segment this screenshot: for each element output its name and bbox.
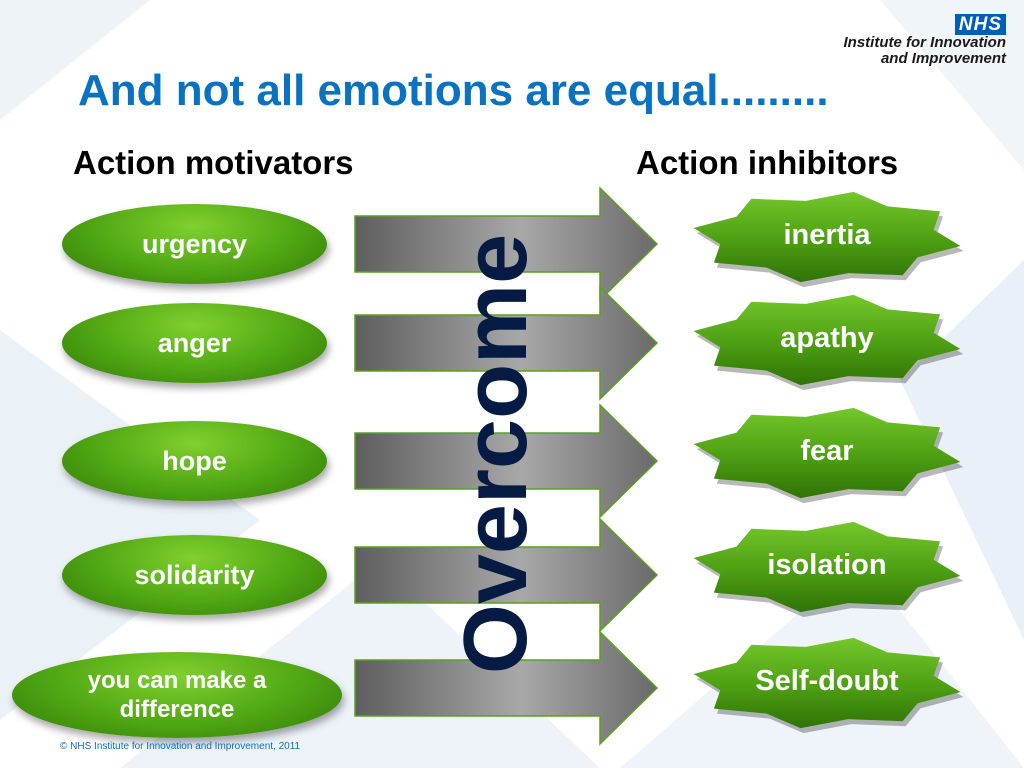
inhibitor-badge xyxy=(693,294,961,386)
motivator-label: hope xyxy=(162,446,227,476)
arrow xyxy=(354,517,659,633)
inhibitor-label: fear xyxy=(800,435,854,467)
arrow xyxy=(354,285,659,401)
motivator-pill: urgency xyxy=(62,204,327,284)
arrow xyxy=(354,186,659,302)
copyright-footer: © NHS Institute for Innovation and Impro… xyxy=(60,741,301,752)
motivator-label: anger xyxy=(157,328,232,358)
motivator-label: you can make a difference xyxy=(87,667,267,723)
nhs-logo: NHS Institute for Innovation and Improve… xyxy=(843,14,1007,67)
inhibitor-label: Self-doubt xyxy=(755,665,899,697)
inhibitor-badge xyxy=(693,407,961,499)
motivator-label: urgency xyxy=(141,229,248,259)
inhibitors-heading: Action inhibitors xyxy=(636,144,899,181)
motivator-label: solidarity xyxy=(134,560,255,590)
inhibitor-label: apathy xyxy=(780,322,874,354)
inhibitor-badge xyxy=(693,191,961,283)
inhibitor-badge xyxy=(693,521,961,613)
slide-title: And not all emotions are equal......... xyxy=(78,66,829,115)
inhibitor-label: inertia xyxy=(783,219,871,251)
motivator-pill: solidarity xyxy=(62,535,327,615)
overcome-text: Overcome xyxy=(446,233,546,675)
logo-line-2: and Improvement xyxy=(880,50,1006,67)
arrow xyxy=(354,630,659,746)
motivator-pill: hope xyxy=(62,421,327,501)
nhs-badge: NHS xyxy=(954,14,1006,35)
inhibitor-badge xyxy=(693,637,961,729)
arrow xyxy=(354,403,659,519)
motivators-heading: Action motivators xyxy=(73,144,354,181)
logo-line-1: Institute for Innovation xyxy=(843,34,1007,51)
motivator-pill: you can make a difference xyxy=(12,652,342,738)
inhibitor-label: isolation xyxy=(767,549,887,581)
motivator-pill: anger xyxy=(62,303,327,383)
